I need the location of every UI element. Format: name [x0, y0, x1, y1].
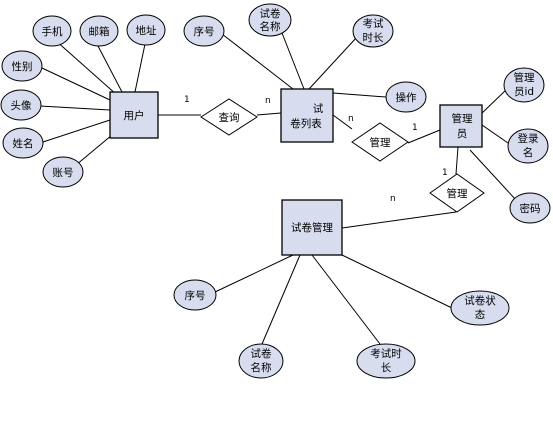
- attr-avatar-label: 头像: [11, 100, 32, 112]
- attr-list-operation-label: 操作: [396, 91, 417, 104]
- relationship-manage-mgmt: 管理: [429, 173, 485, 213]
- attr-admin-id-line1: 管理: [514, 71, 535, 84]
- attr-mgmt-duration-line2: 长: [381, 362, 392, 374]
- attr-list-serial: 序号: [183, 15, 225, 47]
- attr-address-label: 地址: [136, 24, 157, 37]
- attr-mgmt-paper-name: 试卷 名称: [238, 343, 284, 379]
- attr-login-name: 登录 名: [507, 128, 549, 164]
- attr-account: 账号: [42, 156, 84, 188]
- attr-password-label: 密码: [520, 202, 541, 215]
- entity-exam-list-label-line1: 试: [313, 103, 324, 115]
- cardinality-user-query: 1: [184, 95, 190, 105]
- edges: [39, 32, 517, 345]
- attr-list-duration-line1: 考试: [363, 18, 384, 30]
- entity-exam-management: 试卷管理: [281, 199, 343, 256]
- entity-exam-list: 试 卷列表: [280, 88, 334, 143]
- attr-mgmt-duration: 考试时 长: [356, 343, 416, 379]
- cardinality-manage2-mgmt: n: [390, 194, 396, 204]
- attr-list-paper-name-line2: 名称: [260, 20, 281, 33]
- attr-phone: 手机: [32, 15, 72, 47]
- cardinality-manage-admin: 1: [412, 123, 418, 133]
- entity-admin: 管理 员: [439, 104, 483, 148]
- attr-list-duration: 考试 时长: [352, 14, 394, 48]
- attr-mgmt-serial-label: 序号: [185, 289, 206, 302]
- attr-email-label: 邮箱: [89, 25, 110, 38]
- entity-exam-list-label-line2: 卷列表: [290, 117, 322, 130]
- entity-admin-label-line1: 管理: [452, 112, 473, 125]
- entity-user-label: 用户: [124, 109, 145, 122]
- attr-login-name-line1: 登录: [518, 132, 539, 145]
- attr-list-serial-label: 序号: [194, 25, 215, 38]
- attr-list-paper-name: 试卷 名称: [248, 3, 292, 37]
- attr-email: 邮箱: [79, 15, 119, 47]
- attr-list-operation: 操作: [385, 81, 427, 113]
- entity-exam-management-label: 试卷管理: [291, 221, 333, 234]
- attr-mgmt-serial: 序号: [173, 279, 217, 311]
- attr-name-label: 姓名: [13, 137, 34, 150]
- attr-mgmt-paper-name-line2: 名称: [251, 361, 272, 374]
- relationship-manage-mgmt-label: 管理: [447, 187, 468, 200]
- relationship-query: 查询: [200, 98, 258, 136]
- relationship-manage-list-label: 管理: [370, 136, 391, 149]
- attr-list-paper-name-line1: 试卷: [260, 7, 281, 20]
- attr-gender: 性别: [1, 50, 43, 82]
- attr-mgmt-paper-name-line1: 试卷: [251, 347, 272, 360]
- attr-list-duration-line2: 时长: [363, 32, 384, 44]
- entity-admin-label-line2: 员: [457, 128, 468, 140]
- attr-mgmt-duration-line1: 考试时: [370, 348, 402, 360]
- cardinality-list-manage: n: [348, 114, 354, 124]
- attr-name: 姓名: [2, 127, 44, 159]
- attr-account-label: 账号: [53, 167, 74, 179]
- attr-avatar: 头像: [0, 89, 42, 121]
- cardinality-admin-manage2: 1: [442, 168, 448, 178]
- relationship-query-label: 查询: [219, 111, 240, 124]
- attr-password: 密码: [509, 192, 551, 224]
- attr-address: 地址: [126, 14, 166, 46]
- attr-phone-label: 手机: [42, 25, 63, 38]
- cardinality-query-list: n: [265, 96, 271, 106]
- attr-mgmt-status-line2: 态: [475, 308, 486, 321]
- attr-admin-id: 管理 员id: [503, 67, 545, 103]
- attr-mgmt-status: 试卷状 态: [450, 290, 510, 326]
- attr-admin-id-line2: 员id: [514, 86, 534, 98]
- attr-mgmt-status-line1: 试卷状: [464, 294, 496, 307]
- attr-login-name-line2: 名: [523, 146, 534, 159]
- entity-user: 用户: [109, 91, 159, 139]
- attr-gender-label: 性别: [12, 60, 33, 73]
- relationship-manage-list: 管理: [351, 122, 409, 162]
